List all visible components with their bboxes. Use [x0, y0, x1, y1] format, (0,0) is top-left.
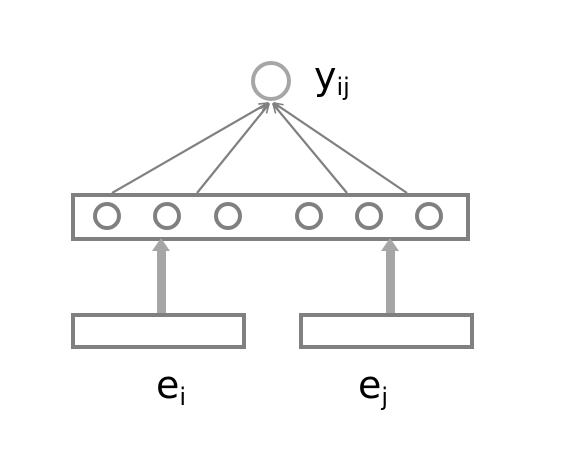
output-label: yij: [314, 54, 350, 101]
output-label-subscript: ij: [337, 73, 350, 101]
connection-line: [111, 103, 268, 194]
output-node: [251, 61, 291, 101]
connection-lines: [111, 103, 408, 194]
hidden-node: [153, 202, 181, 230]
hidden-node: [355, 202, 383, 230]
hidden-node: [295, 202, 323, 230]
embedding-label-i: ei: [156, 363, 186, 411]
thick-arrow-left: [152, 238, 170, 315]
hidden-node: [415, 202, 443, 230]
output-label-base: y: [314, 54, 337, 98]
embedding-label-i-subscript: i: [179, 383, 186, 411]
embedding-label-j: ej: [358, 363, 388, 411]
hidden-node: [214, 202, 242, 230]
thick-arrow-right: [381, 238, 399, 315]
embedding-box-i: [71, 313, 246, 349]
embedding-label-j-base: e: [358, 363, 381, 407]
hidden-node: [93, 202, 121, 230]
connection-line: [273, 104, 348, 194]
connection-line: [274, 103, 408, 194]
embedding-label-i-base: e: [156, 363, 179, 407]
hidden-nodes: [93, 202, 443, 230]
embedding-label-j-subscript: j: [380, 383, 388, 411]
hidden-layer-box: [71, 193, 470, 241]
connection-line: [196, 104, 269, 194]
embedding-box-j: [299, 313, 474, 349]
